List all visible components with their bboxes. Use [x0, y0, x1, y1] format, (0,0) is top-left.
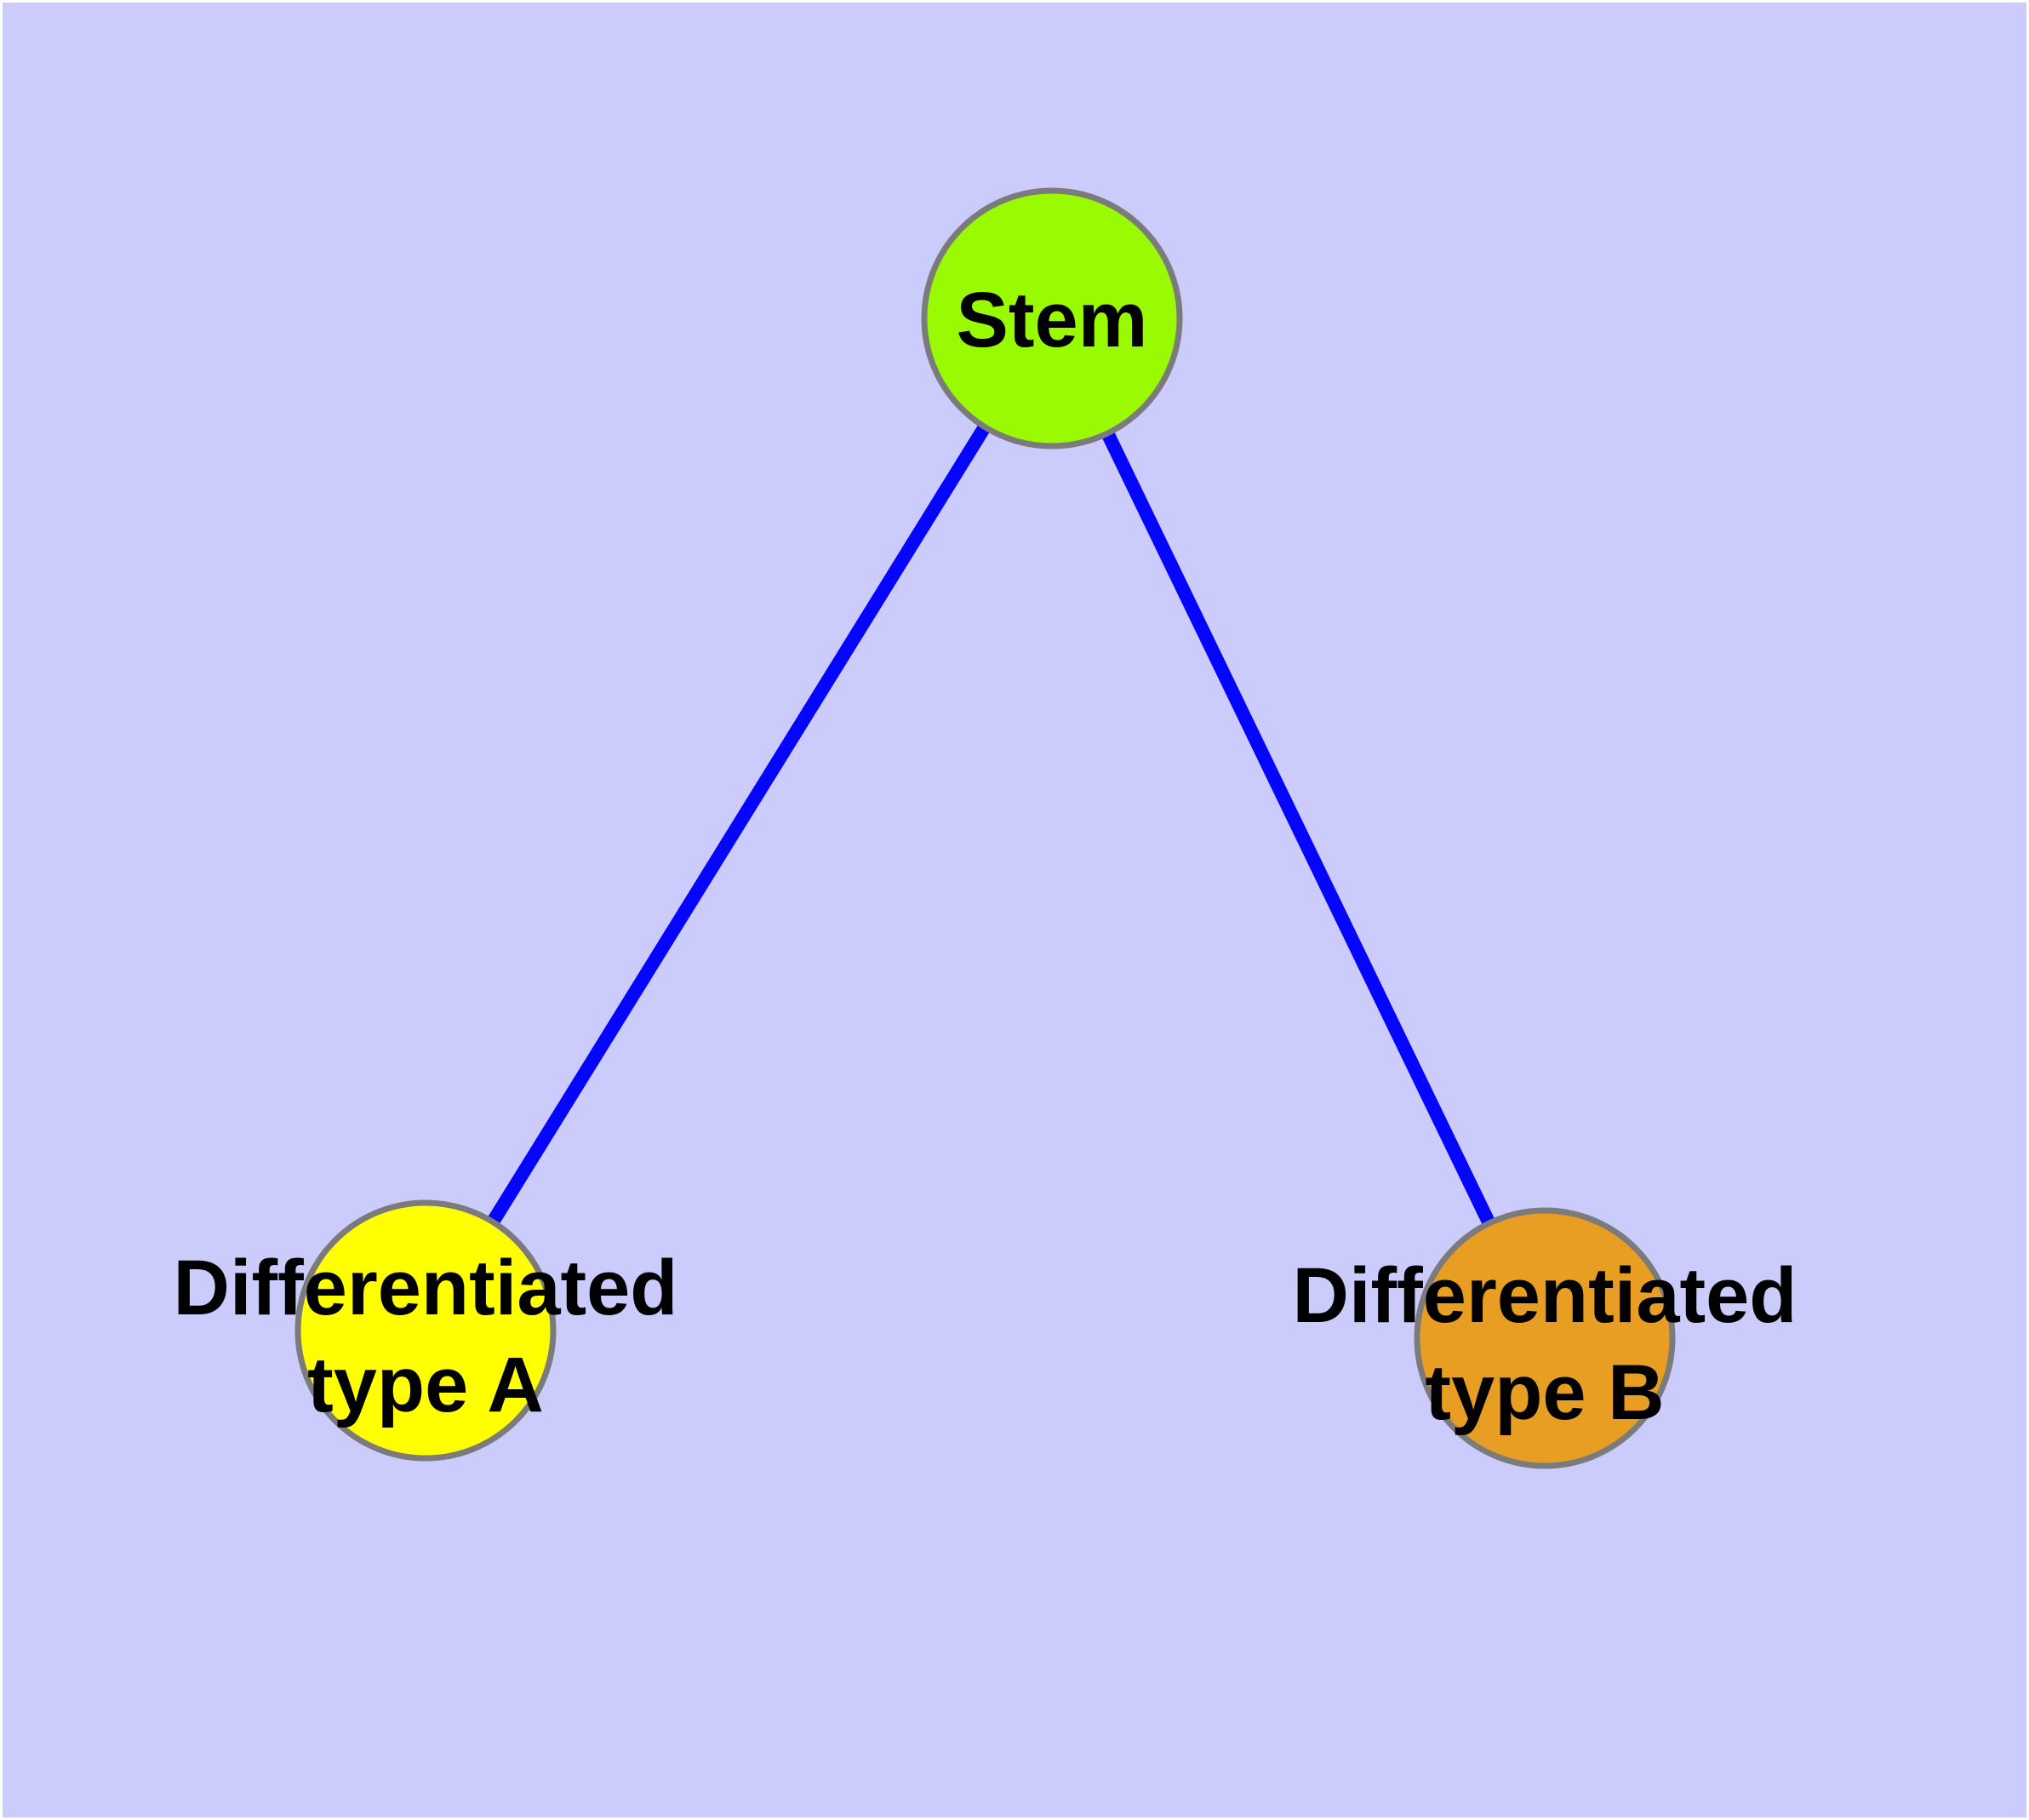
- node-type-a-label-line2: type A: [307, 1342, 544, 1428]
- node-stem-label: Stem: [957, 277, 1148, 363]
- node-type-b-circle: [1414, 1207, 1676, 1469]
- node-type-b-label-line1: Differentiated: [1293, 1252, 1798, 1339]
- node-type-a-label-line1: Differentiated: [174, 1245, 678, 1331]
- node-type-b-label-line2: type B: [1425, 1349, 1664, 1436]
- edge-stem-to-type-b: [1045, 315, 1552, 1342]
- edge-stem-to-type-a: [420, 314, 1058, 1335]
- node-stem-circle: [921, 187, 1183, 449]
- node-type-a-circle: [294, 1199, 557, 1462]
